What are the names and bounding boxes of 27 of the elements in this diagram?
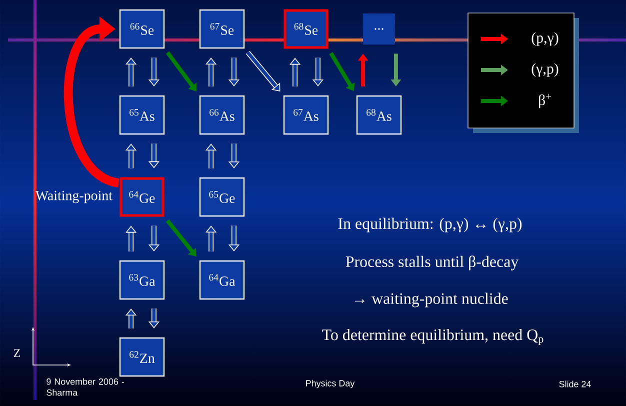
legend-text: (γ,p) xyxy=(532,63,558,77)
continuation-box: ... xyxy=(363,14,395,44)
nuclide-box: $^{65}$As xyxy=(119,95,165,135)
nuclide-box: $^{67}$Se xyxy=(199,9,245,49)
legend-text: β$^{+}$ xyxy=(538,94,551,108)
nuclide-box: $^{64}$Ga xyxy=(199,260,245,300)
footer-text: 9 November 2006 - Sharma xyxy=(46,378,124,396)
highlighted-nuclide-box: $^{64}$Ge xyxy=(120,177,164,217)
nuclide-box: $^{62}$Zn xyxy=(119,337,165,377)
nuclide-box: $^{66}$Se xyxy=(119,9,165,49)
arrow xyxy=(166,219,196,256)
footer-text: Physics Day xyxy=(306,380,355,388)
statement-text: To determine equilibrium, need Q$_{p}$ xyxy=(322,329,544,345)
statement-text: In equilibrium: (p,γ) ↔ (γ,p) xyxy=(338,218,522,232)
statement-text: Process stalls until β-decay xyxy=(346,256,519,270)
nuclide-box: $^{66}$As xyxy=(199,95,245,135)
statement-text: → waiting-point nuclide xyxy=(354,292,508,308)
highlighted-nuclide-box: $^{68}$Se xyxy=(284,9,328,49)
arrow xyxy=(166,51,196,92)
nuclide-box: $^{65}$Ge xyxy=(199,177,245,217)
arrow xyxy=(64,16,120,188)
nuclide-box: $^{67}$As xyxy=(283,95,329,135)
axis-label: Z xyxy=(14,349,20,357)
nuclide-box: $^{63}$Ga xyxy=(119,260,165,300)
nuclide-box: $^{68}$As xyxy=(356,95,402,135)
legend-text: (p,γ) xyxy=(532,32,558,46)
footer-text: Slide 24 xyxy=(559,380,591,388)
